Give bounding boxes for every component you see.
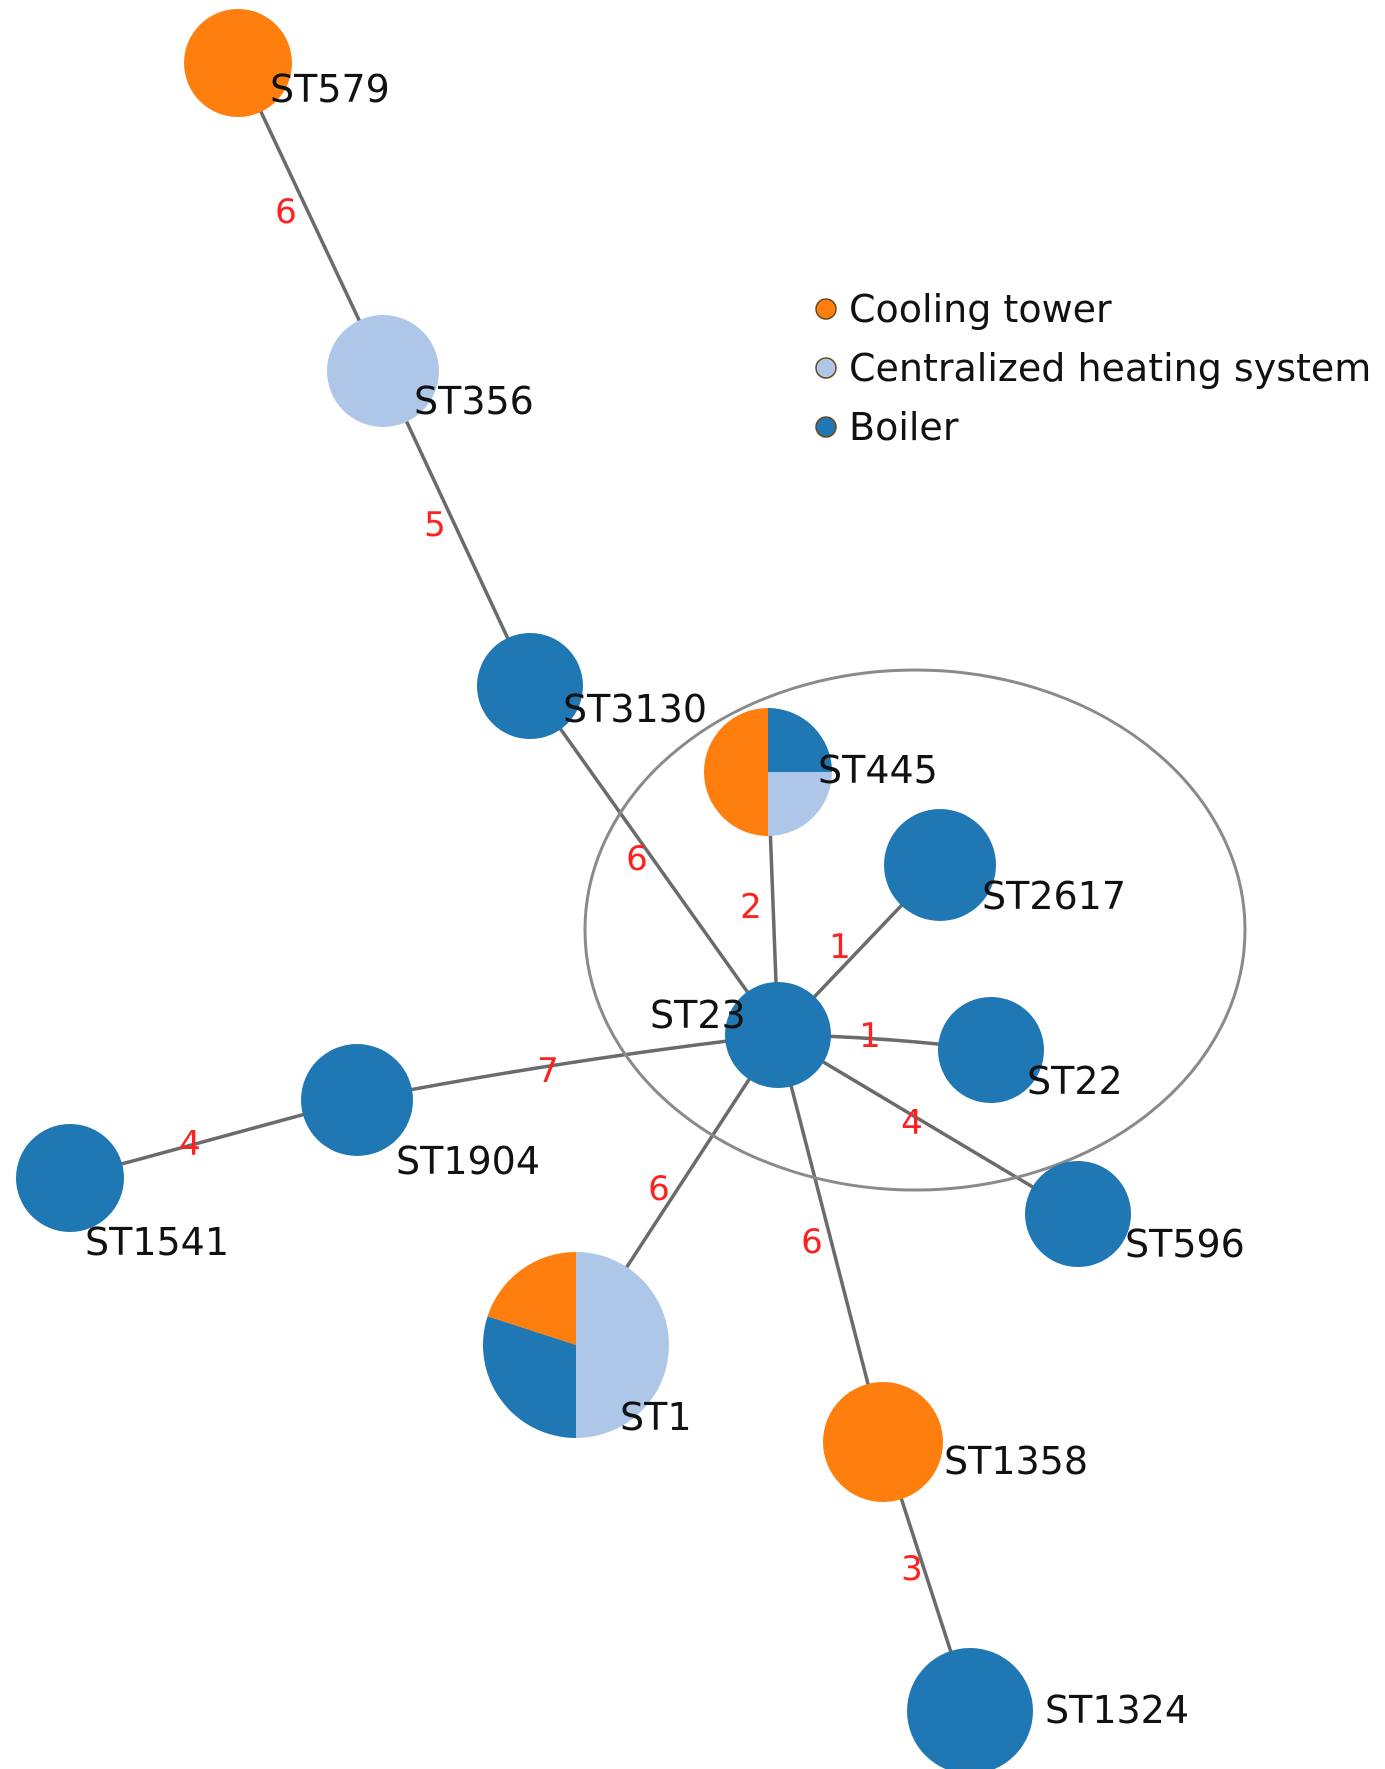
- node-circle-st23: [725, 982, 831, 1088]
- legend-label-cooling-tower: Cooling tower: [849, 287, 1112, 331]
- node-label-st2617: ST2617: [982, 874, 1126, 918]
- node-slice-st445-cooling-tower: [704, 708, 768, 836]
- node-st2617: [884, 809, 996, 921]
- node-circle-st596: [1025, 1161, 1131, 1267]
- edge-label-st1324-st1358: 3: [901, 1549, 923, 1589]
- edge-st356-st3130: [381, 370, 532, 687]
- edge-label-st22-st23: 1: [859, 1016, 881, 1056]
- node-label-st1541: ST1541: [85, 1220, 229, 1264]
- node-label-st445: ST445: [818, 748, 938, 792]
- node-labels-layer: ST579ST356ST3130ST445ST2617ST23ST22ST190…: [85, 67, 1245, 1732]
- node-st3130: [477, 633, 583, 739]
- node-slice-st1-centralized-heating-system: [576, 1252, 669, 1438]
- node-st22: [938, 997, 1044, 1103]
- node-circle-st2617: [884, 809, 996, 921]
- node-st1904: [301, 1044, 413, 1156]
- node-circle-st1904: [301, 1044, 413, 1156]
- node-st1541: [16, 1124, 124, 1232]
- node-slice-st445-centralized-heating-system: [768, 772, 832, 836]
- node-st596: [1025, 1161, 1131, 1267]
- legend-swatch-centralized-heating-system: [815, 357, 837, 379]
- node-label-st579: ST579: [270, 67, 390, 111]
- node-label-st23: ST23: [650, 993, 746, 1037]
- legend: Cooling tower Centralized heating system…: [815, 287, 1371, 449]
- edge-label-st1904-st23: 7: [537, 1051, 559, 1091]
- legend-swatch-cooling-tower: [815, 298, 837, 320]
- nodes-layer: [16, 9, 1131, 1769]
- node-circle-st1541: [16, 1124, 124, 1232]
- node-st1: [483, 1252, 669, 1438]
- node-circle-st356: [327, 315, 439, 427]
- node-label-st3130: ST3130: [563, 687, 707, 731]
- legend-item-centralized-heating-system: Centralized heating system: [815, 346, 1371, 390]
- node-circle-st3130: [477, 633, 583, 739]
- node-label-st1904: ST1904: [396, 1139, 540, 1183]
- edge-st596-st23: [777, 1033, 1079, 1216]
- node-circle-st22: [938, 997, 1044, 1103]
- edge-label-st1358-st23: 6: [801, 1222, 823, 1262]
- edge-label-st1-st23: 6: [648, 1169, 670, 1209]
- legend-label-centralized-heating-system: Centralized heating system: [849, 346, 1371, 390]
- legend-item-cooling-tower: Cooling tower: [815, 287, 1112, 331]
- edge-st579-st356: [236, 62, 385, 372]
- edge-label-st596-st23: 4: [901, 1103, 923, 1143]
- node-slice-st445-boiler: [768, 708, 832, 772]
- node-st445: [704, 708, 832, 836]
- node-label-st1358: ST1358: [944, 1439, 1088, 1483]
- edge-st1358-st23: [776, 1034, 885, 1443]
- node-st579: [184, 9, 292, 117]
- node-st1324: [907, 1648, 1033, 1769]
- edge-st3130-st23: [528, 684, 780, 1037]
- edge-label-st3130-st23: 6: [626, 839, 648, 879]
- node-label-st596: ST596: [1125, 1222, 1245, 1266]
- node-st1358: [823, 1382, 943, 1502]
- legend-swatch-boiler: [815, 416, 837, 438]
- cluster-ellipse: [583, 668, 1247, 1192]
- legend-label-boiler: Boiler: [849, 405, 959, 449]
- edge-label-st2617-st23: 1: [829, 927, 851, 967]
- node-slice-st1-cooling-tower: [487, 1252, 576, 1345]
- node-label-st22: ST22: [1027, 1059, 1123, 1103]
- edge-st1904-st23: [356, 1033, 779, 1102]
- edge-label-st1541-st1904: 4: [179, 1124, 201, 1164]
- node-label-st1324: ST1324: [1045, 1688, 1189, 1732]
- node-label-st356: ST356: [414, 379, 534, 423]
- edge-label-st445-st23: 2: [740, 887, 762, 927]
- node-st356: [327, 315, 439, 427]
- node-label-st1: ST1: [620, 1395, 692, 1439]
- edge-label-st356-st3130: 5: [424, 505, 446, 545]
- edge-labels-layer: 6 5 6 2 1 1 7 4 4 6 6 3: [179, 192, 923, 1589]
- node-circle-st1324: [907, 1648, 1033, 1769]
- node-slice-st1-boiler: [483, 1316, 576, 1438]
- edge-label-st579-st356: 6: [275, 192, 297, 232]
- node-circle-st579: [184, 9, 292, 117]
- legend-item-boiler: Boiler: [815, 405, 959, 449]
- node-circle-st1358: [823, 1382, 943, 1502]
- node-st23: [725, 982, 831, 1088]
